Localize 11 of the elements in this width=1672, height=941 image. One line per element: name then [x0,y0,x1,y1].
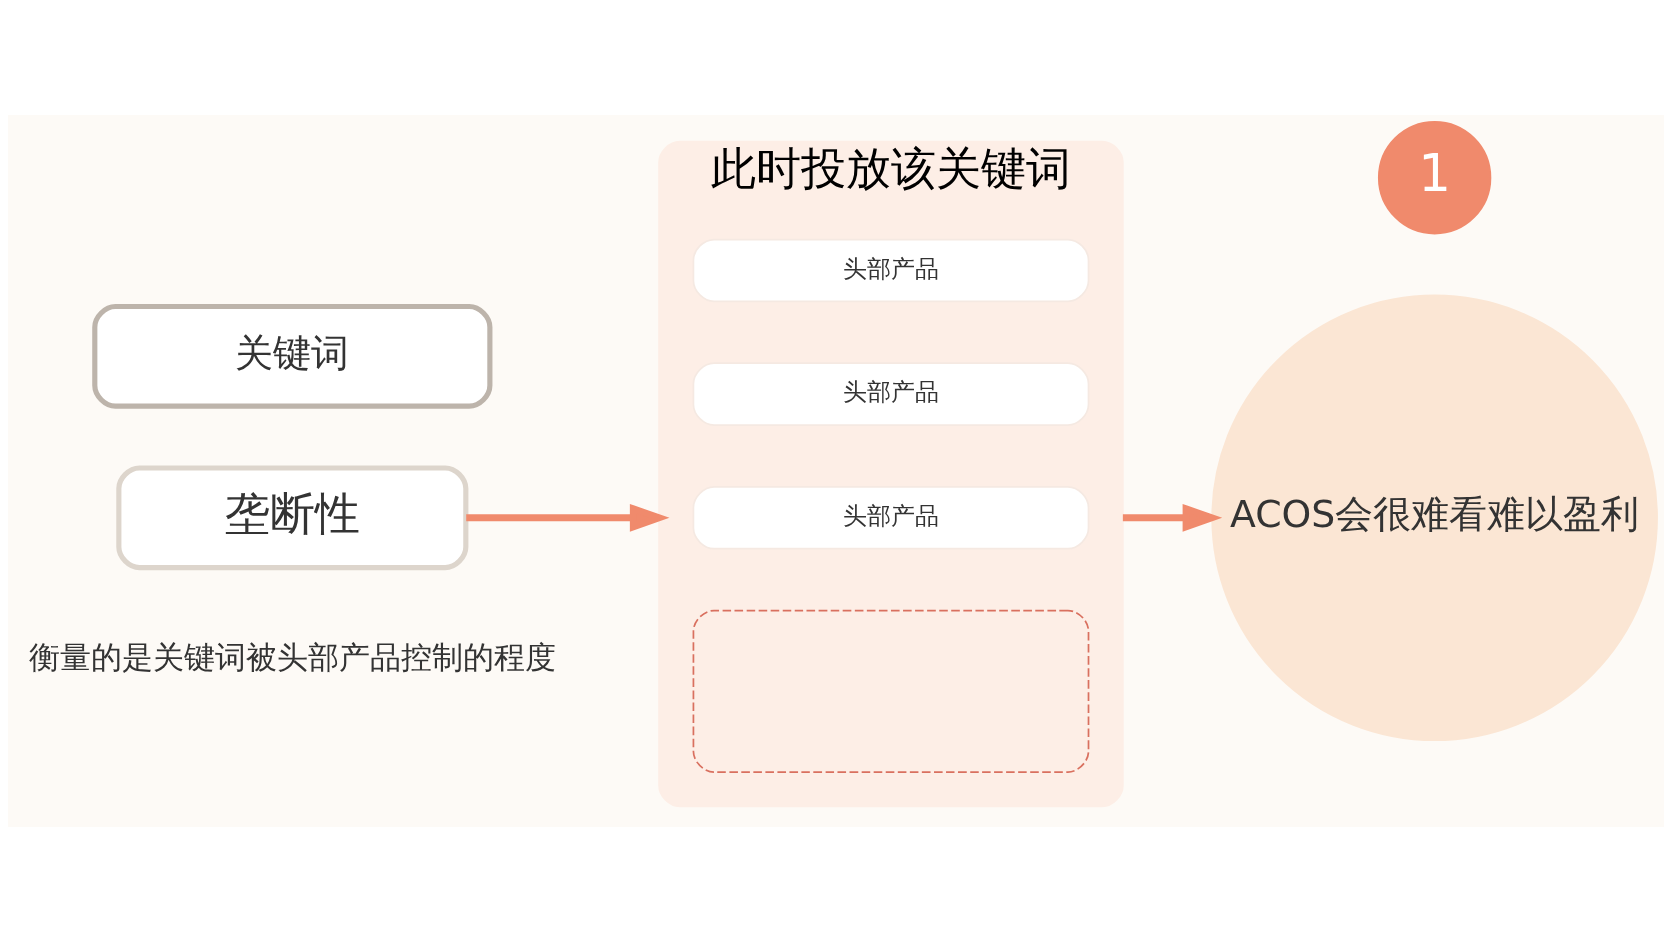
arrow [1122,503,1223,532]
node-box: 头部产品 [692,361,1090,426]
node-circle: ACOS会很难看难以盈利 [1211,294,1658,741]
node-box: 关键词 [92,303,493,409]
node-box [692,609,1090,773]
node-circle: 1 [1377,120,1492,234]
arrow [466,503,670,532]
node-box: 头部产品 [692,485,1090,550]
node-box: 垄断性 [116,464,469,570]
node-label: 衡量的是关键词被头部产品控制的程度 [28,638,556,675]
node-box: 头部产品 [692,238,1090,302]
